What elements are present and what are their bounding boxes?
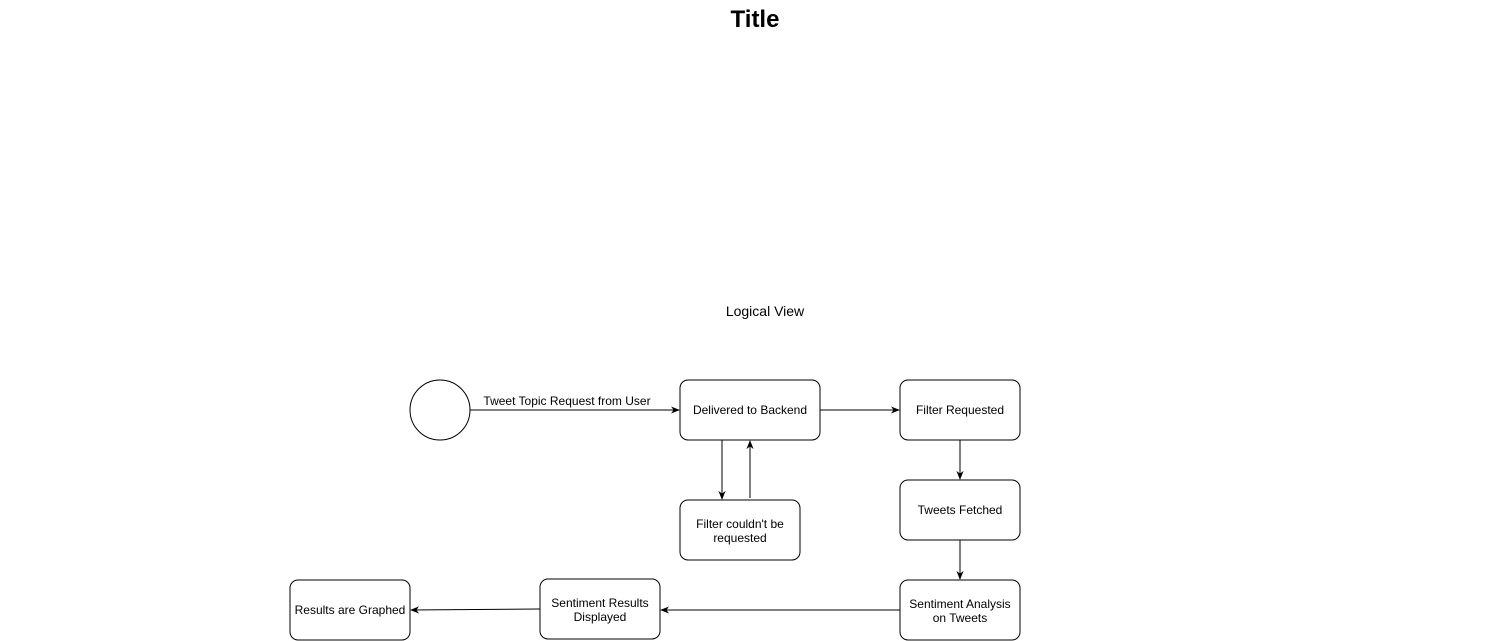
- node-delivered-to-backend: [679, 379, 821, 441]
- label-results-graphed: Results are Graphed: [295, 603, 406, 617]
- node-sentiment-analysis: [899, 579, 1021, 641]
- nodes: [289, 379, 1021, 641]
- edge-displayed-to-graphed: [410, 606, 541, 614]
- label-sentiment-analysis-line1: Sentiment Analysis: [909, 597, 1010, 611]
- edges: [410, 406, 964, 614]
- node-filter-failed: [679, 499, 801, 561]
- node-sentiment-displayed: [539, 578, 661, 640]
- label-filter-failed-line1: Filter couldn't be: [696, 517, 784, 531]
- label-filter-requested: Filter Requested: [916, 403, 1004, 417]
- label-delivered-to-backend: Delivered to Backend: [693, 403, 807, 417]
- label-tweets-fetched: Tweets Fetched: [918, 503, 1003, 517]
- label-sentiment-displayed-line2: Displayed: [574, 610, 627, 624]
- node-filter-requested: [899, 379, 1021, 441]
- start-node: [409, 379, 471, 441]
- node-results-graphed: [289, 579, 411, 641]
- node-tweets-fetched: [899, 479, 1021, 541]
- edge-label-tweet-topic-request: Tweet Topic Request from User: [483, 394, 650, 408]
- label-sentiment-analysis-line2: on Tweets: [933, 611, 987, 625]
- diagram-subtitle: Logical View: [725, 303, 805, 319]
- label-sentiment-displayed-line1: Sentiment Results: [551, 596, 648, 610]
- page-title: Title: [730, 6, 780, 33]
- label-filter-failed-line2: requested: [713, 531, 766, 545]
